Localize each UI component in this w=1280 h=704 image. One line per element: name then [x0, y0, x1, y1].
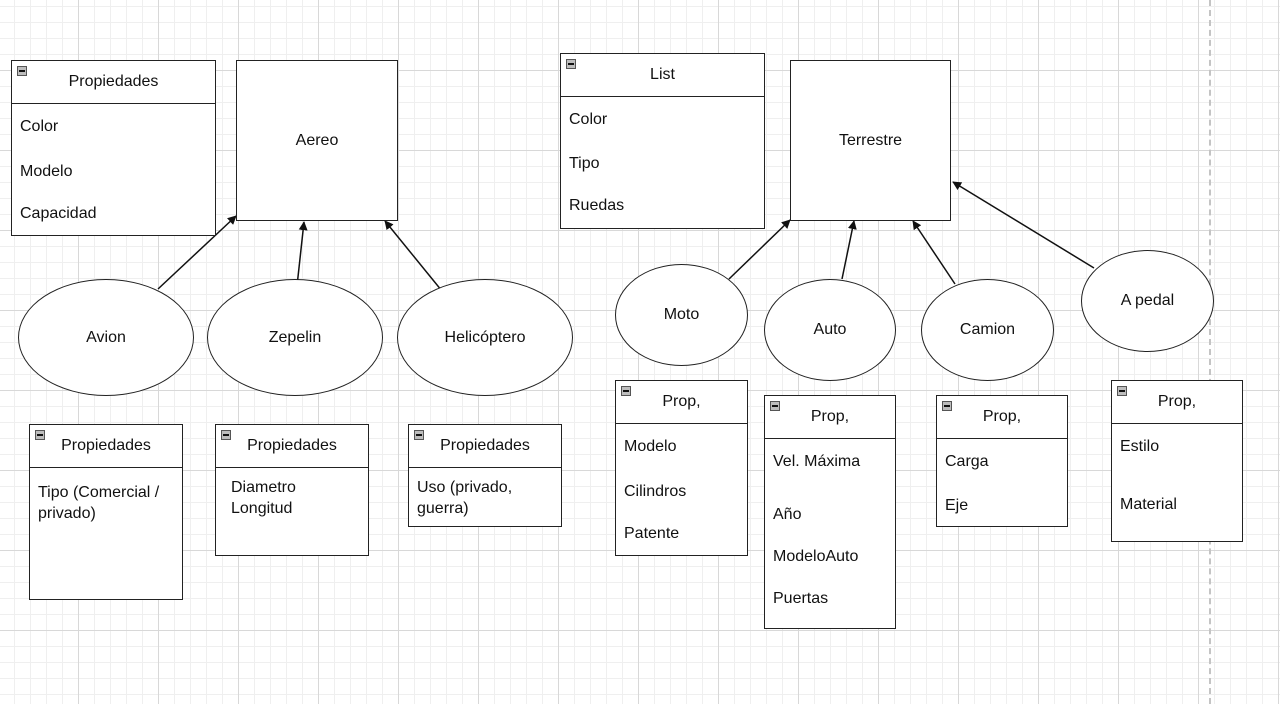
- list-item-tipo[interactable]: Tipo: [569, 155, 600, 172]
- collapse-icon[interactable]: [17, 66, 27, 76]
- collapse-icon[interactable]: [35, 430, 45, 440]
- collapse-icon[interactable]: [942, 401, 952, 411]
- ellipse-zepelin[interactable]: Zepelin: [207, 279, 383, 396]
- ellipse-moto[interactable]: Moto: [615, 264, 748, 366]
- ellipse-camion[interactable]: Camion: [921, 279, 1054, 381]
- ellipse-label: Helicóptero: [444, 328, 526, 346]
- list-header: Prop,: [616, 381, 747, 424]
- list-item-vel-maxima[interactable]: Vel. Máxima: [773, 453, 861, 470]
- list-item-diametro-longitud[interactable]: Diametro Longitud: [231, 479, 296, 517]
- list-item-ruedas[interactable]: Ruedas: [569, 197, 625, 214]
- collapse-icon[interactable]: [621, 386, 631, 396]
- ellipse-label: Camion: [959, 321, 1016, 338]
- list-header: Prop,: [765, 396, 895, 439]
- list-item-patente[interactable]: Patente: [624, 525, 680, 542]
- ellipse-label: Zepelin: [268, 328, 322, 346]
- list-aereo-propiedades[interactable]: Propiedades Color Modelo Capacidad: [11, 60, 216, 236]
- ellipse-auto[interactable]: Auto: [764, 279, 896, 381]
- list-item-cilindros[interactable]: Cilindros: [624, 483, 687, 500]
- list-item-color[interactable]: Color: [20, 118, 59, 135]
- list-item-modelo-auto[interactable]: ModeloAuto: [773, 548, 859, 565]
- list-item-modelo[interactable]: Modelo: [20, 163, 73, 180]
- list-item-carga[interactable]: Carga: [945, 453, 989, 470]
- list-header: Propiedades: [12, 61, 215, 104]
- ellipse-label: A pedal: [1120, 292, 1175, 309]
- list-a-pedal-prop[interactable]: Prop, Estilo Material: [1111, 380, 1243, 542]
- entity-aereo[interactable]: Aereo: [236, 60, 398, 221]
- arrow-avion-aereo[interactable]: [157, 215, 237, 290]
- list-item-tipo[interactable]: Tipo (Comercial / privado): [38, 484, 160, 522]
- ellipse-label: Moto: [663, 306, 700, 323]
- list-header: Prop,: [937, 396, 1067, 439]
- list-item-puertas[interactable]: Puertas: [773, 590, 829, 607]
- arrow-camion-terrestre[interactable]: [912, 220, 956, 285]
- collapse-icon[interactable]: [566, 59, 576, 69]
- collapse-icon[interactable]: [414, 430, 424, 440]
- list-header: Propiedades: [30, 425, 182, 468]
- list-moto-prop[interactable]: Prop, Modelo Cilindros Patente: [615, 380, 748, 556]
- list-camion-prop[interactable]: Prop, Carga Eje: [936, 395, 1068, 527]
- arrow-moto-terrestre[interactable]: [728, 219, 791, 280]
- list-title: Propiedades: [68, 73, 159, 90]
- page-break-line: [1209, 0, 1211, 704]
- collapse-icon[interactable]: [770, 401, 780, 411]
- list-item-estilo[interactable]: Estilo: [1120, 438, 1160, 455]
- list-title: List: [650, 66, 675, 83]
- ellipse-a-pedal[interactable]: A pedal: [1081, 250, 1214, 352]
- entity-label: Terrestre: [838, 131, 903, 149]
- list-title: Prop,: [1157, 393, 1197, 410]
- list-terrestre-list[interactable]: List Color Tipo Ruedas: [560, 53, 765, 229]
- list-header: Propiedades: [216, 425, 368, 468]
- list-title: Prop,: [662, 393, 701, 410]
- arrow-a-pedal-terrestre[interactable]: [952, 181, 1095, 269]
- arrow-zepelin-aereo[interactable]: [296, 221, 308, 287]
- ellipse-helicoptero[interactable]: Helicóptero: [397, 279, 573, 396]
- list-avion-propiedades[interactable]: Propiedades Tipo (Comercial / privado): [29, 424, 183, 600]
- ellipse-label: Auto: [813, 321, 847, 338]
- list-item-color[interactable]: Color: [569, 111, 608, 128]
- list-helicoptero-propiedades[interactable]: Propiedades Uso (privado, guerra): [408, 424, 562, 527]
- list-item-uso[interactable]: Uso (privado, guerra): [417, 479, 513, 517]
- ellipse-avion[interactable]: Avion: [18, 279, 194, 396]
- list-title: Propiedades: [61, 437, 151, 454]
- list-item-modelo[interactable]: Modelo: [624, 438, 677, 455]
- ellipse-label: Avion: [86, 328, 126, 346]
- list-title: Propiedades: [247, 437, 337, 454]
- collapse-icon[interactable]: [1117, 386, 1127, 396]
- list-zepelin-propiedades[interactable]: Propiedades Diametro Longitud: [215, 424, 369, 556]
- list-item-capacidad[interactable]: Capacidad: [20, 205, 97, 222]
- entity-terrestre[interactable]: Terrestre: [790, 60, 951, 221]
- list-header: List: [561, 54, 764, 97]
- list-item-anio[interactable]: Año: [773, 506, 802, 523]
- list-item-eje[interactable]: Eje: [945, 497, 969, 514]
- list-item-material[interactable]: Material: [1120, 496, 1177, 513]
- list-header: Prop,: [1112, 381, 1242, 424]
- list-auto-prop[interactable]: Prop, Vel. Máxima Año ModeloAuto Puertas: [764, 395, 896, 629]
- list-title: Prop,: [982, 408, 1022, 425]
- list-title: Propiedades: [440, 437, 530, 454]
- collapse-icon[interactable]: [221, 430, 231, 440]
- list-header: Propiedades: [409, 425, 561, 468]
- entity-label: Aereo: [295, 131, 339, 149]
- list-title: Prop,: [810, 408, 850, 425]
- arrow-auto-terrestre[interactable]: [841, 220, 857, 280]
